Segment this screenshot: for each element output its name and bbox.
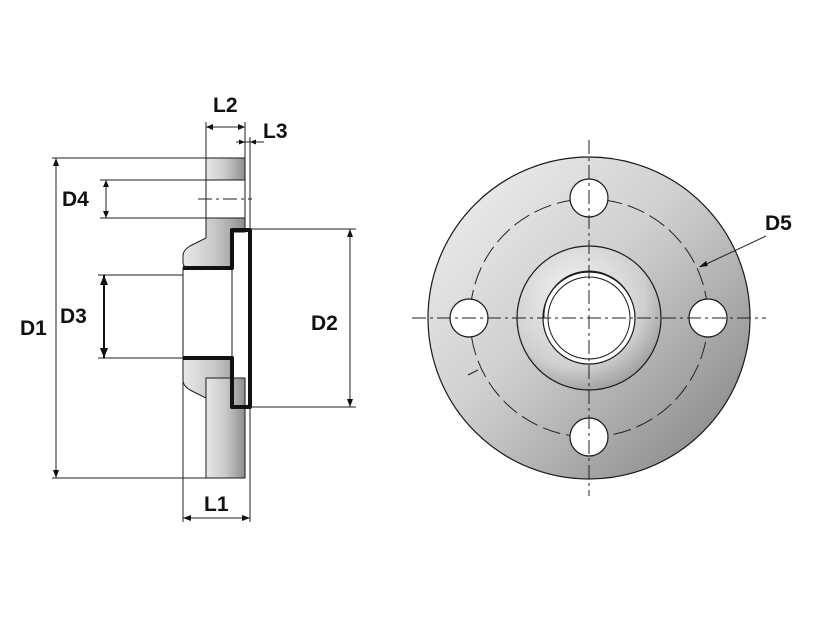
liner-section <box>183 228 252 409</box>
liner-edge <box>543 270 632 319</box>
d2-arrow-top <box>347 229 353 237</box>
d4-arrow-bottom <box>103 211 109 218</box>
d1-arrow-bottom <box>53 470 59 478</box>
label-d1: D1 <box>20 317 47 340</box>
side-section-view: D1 D4 D3 D2 L1 L2 <box>20 94 356 522</box>
label-l2: L2 <box>213 94 238 117</box>
d5-arrow <box>699 261 708 267</box>
label-d4: D4 <box>62 188 89 211</box>
bore-section <box>182 267 233 359</box>
flange-lower-section <box>205 377 246 479</box>
d5-opposite-mark <box>467 369 479 376</box>
d2-arrow-bottom <box>347 399 353 407</box>
label-d2: D2 <box>311 312 338 335</box>
l2-arrow-left <box>206 124 213 130</box>
d5-leader <box>699 235 767 268</box>
hub-upper-section <box>182 217 246 269</box>
d3-arrow-bottom <box>100 348 108 358</box>
label-d5: D5 <box>765 212 792 235</box>
label-l3: L3 <box>263 120 288 143</box>
label-d3: D3 <box>60 305 87 328</box>
l1-arrow-right <box>242 515 250 521</box>
d4-arrow-top <box>103 180 109 187</box>
l1-arrow-left <box>183 515 191 521</box>
label-l1: L1 <box>204 493 229 516</box>
d3-arrow-top <box>100 275 108 285</box>
l2-arrow-right <box>238 124 245 130</box>
d1-arrow-top <box>53 158 59 166</box>
l3-arrow-right <box>250 139 256 145</box>
l3-arrow-left <box>239 139 245 145</box>
front-view: D5 <box>412 140 792 496</box>
